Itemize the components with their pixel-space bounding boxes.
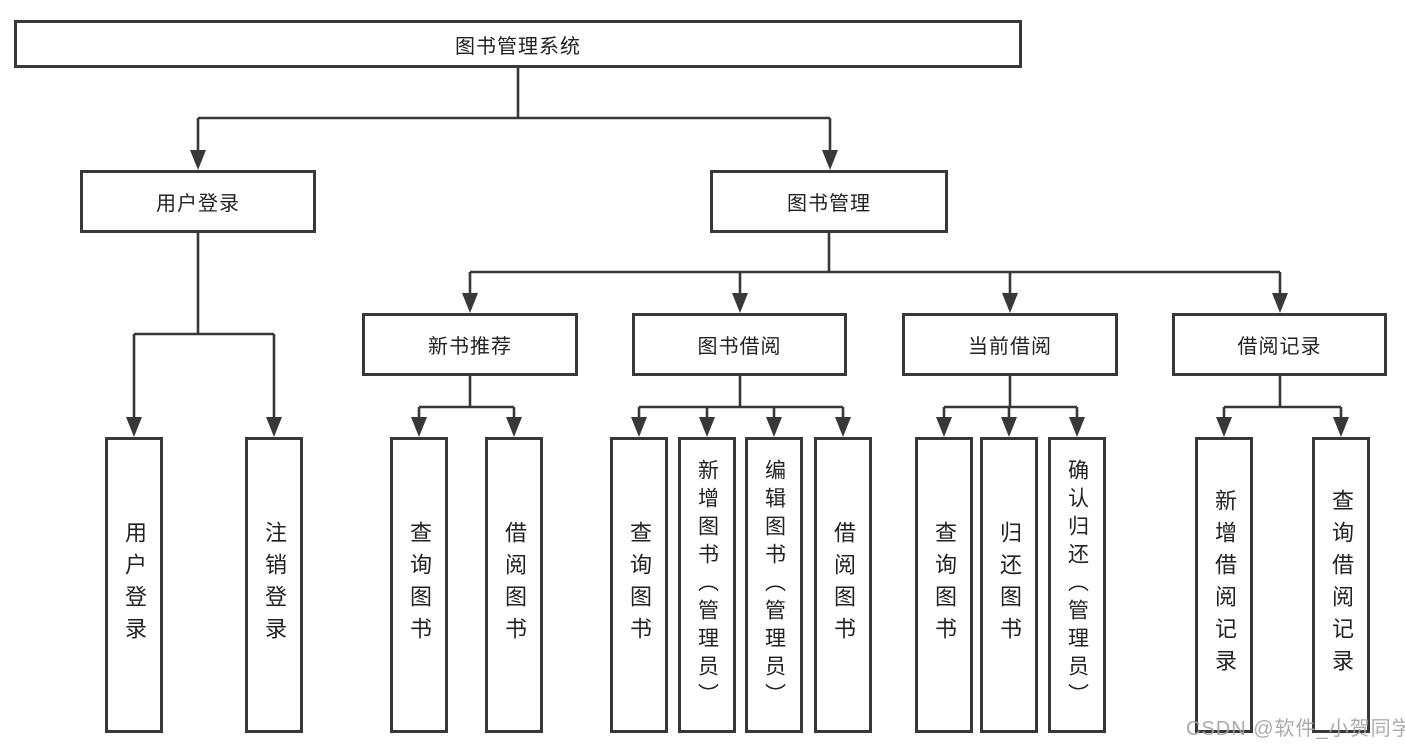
leaf-label: 新增借阅记录 xyxy=(1212,489,1237,681)
node-library-system: 图书管理系统 xyxy=(14,20,1022,68)
leaf-label: 确认归还（管理员） xyxy=(1065,459,1089,711)
leaf-borrow-books: 借阅图书 xyxy=(814,437,872,733)
leaf-return-books: 归还图书 xyxy=(980,437,1038,733)
leaf-user-login: 用户登录 xyxy=(105,437,163,733)
leaf-logout: 注销登录 xyxy=(245,437,303,733)
leaf-edit-books-admin: 编辑图书（管理员） xyxy=(745,437,803,733)
leaf-label: 用户登录 xyxy=(122,521,147,649)
leaf-confirm-return-admin: 确认归还（管理员） xyxy=(1048,437,1106,733)
leaf-query-books-current: 查询图书 xyxy=(915,437,973,733)
node-user-login: 用户登录 xyxy=(80,170,316,233)
csdn-watermark: CSDN @软件_小贺同学 xyxy=(1186,718,1405,740)
leaf-label: 编辑图书（管理员） xyxy=(762,459,786,711)
leaf-add-borrow-record: 新增借阅记录 xyxy=(1195,437,1253,733)
leaf-label: 借阅图书 xyxy=(502,521,527,649)
leaf-query-books-borrow: 查询图书 xyxy=(610,437,668,733)
leaf-query-books-recommend: 查询图书 xyxy=(390,437,448,733)
leaf-label: 归还图书 xyxy=(997,521,1022,649)
leaf-label: 查询图书 xyxy=(932,521,957,649)
leaf-query-borrow-record: 查询借阅记录 xyxy=(1312,437,1370,733)
leaf-label: 查询借阅记录 xyxy=(1329,489,1354,681)
node-book-management: 图书管理 xyxy=(710,170,948,233)
leaf-label: 查询图书 xyxy=(407,521,432,649)
leaf-borrow-books-recommend: 借阅图书 xyxy=(485,437,543,733)
leaf-add-books-admin: 新增图书（管理员） xyxy=(678,437,736,733)
node-borrow-records: 借阅记录 xyxy=(1172,313,1387,376)
leaf-label: 注销登录 xyxy=(262,521,287,649)
node-book-borrow: 图书借阅 xyxy=(632,313,847,376)
leaf-label: 新增图书（管理员） xyxy=(695,459,719,711)
arrowheads xyxy=(126,150,1349,437)
node-current-borrow: 当前借阅 xyxy=(902,313,1118,376)
node-new-book-recommend: 新书推荐 xyxy=(362,313,578,376)
leaf-label: 查询图书 xyxy=(627,521,652,649)
leaf-label: 借阅图书 xyxy=(831,521,856,649)
